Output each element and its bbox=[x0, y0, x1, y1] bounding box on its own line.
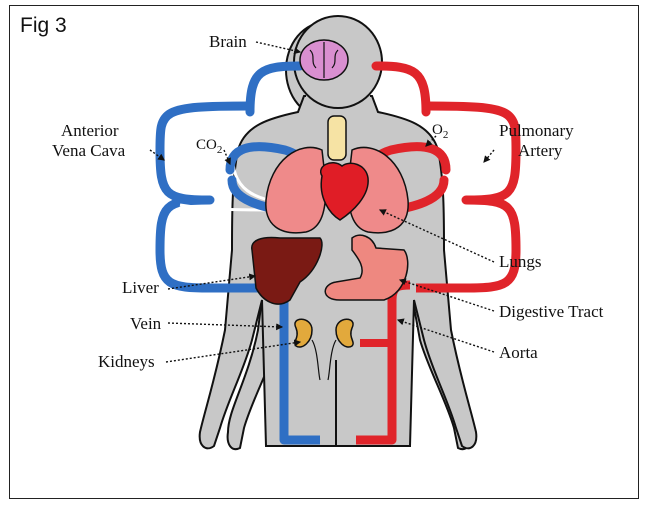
label-vena-cava-2: Vena Cava bbox=[52, 141, 126, 160]
label-vena-cava-1: Anterior bbox=[61, 121, 119, 140]
label-aorta: Aorta bbox=[499, 343, 538, 362]
label-co2: CO2 bbox=[196, 137, 222, 156]
label-pulmonary-2: Artery bbox=[518, 141, 563, 160]
label-liver: Liver bbox=[122, 278, 159, 297]
label-kidneys: Kidneys bbox=[98, 352, 155, 371]
label-brain: Brain bbox=[209, 32, 247, 51]
trachea bbox=[328, 116, 346, 160]
label-pulmonary-1: Pulmonary bbox=[499, 121, 574, 140]
label-digestive: Digestive Tract bbox=[499, 302, 604, 321]
label-o2: O2 bbox=[432, 122, 448, 141]
label-lungs: Lungs bbox=[499, 252, 542, 271]
label-vein: Vein bbox=[130, 314, 162, 333]
leader-pulmonary bbox=[484, 150, 494, 162]
